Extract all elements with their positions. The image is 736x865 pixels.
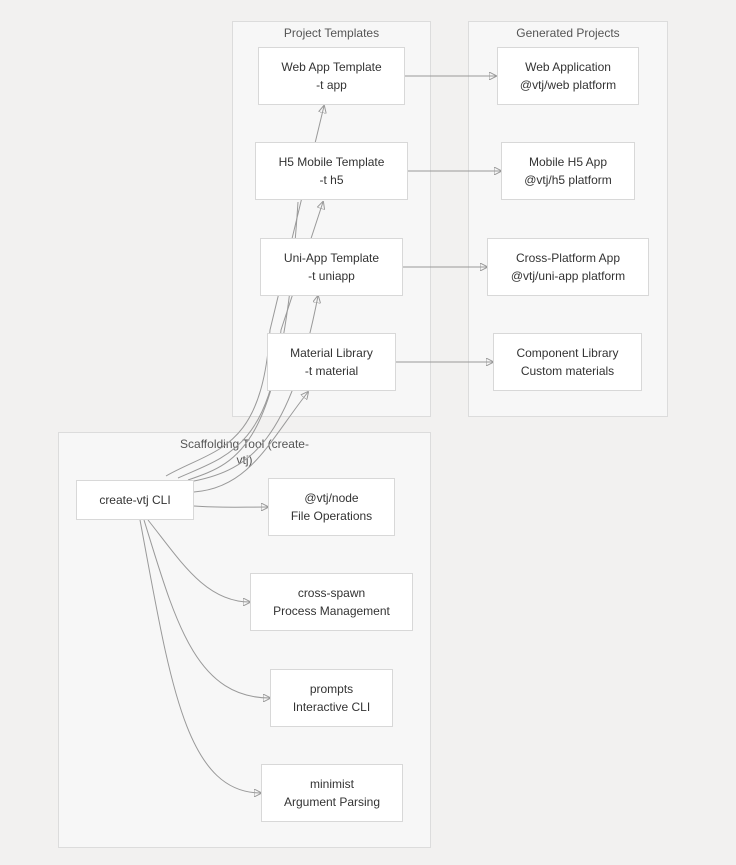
cluster-title-line2: vtj) <box>236 453 253 467</box>
cluster-title-line1: Scaffolding Tool (create- <box>180 437 309 451</box>
node-web-app-template: Web App Template -t app <box>258 47 405 105</box>
node-vtj-node: @vtj/node File Operations <box>268 478 395 536</box>
node-h5-mobile-template: H5 Mobile Template -t h5 <box>255 142 408 200</box>
node-web-app-template-flag: -t app <box>316 78 347 92</box>
node-vtj-node-desc: File Operations <box>290 509 373 523</box>
node-material-library: Material Library -t material <box>267 333 396 391</box>
node-minimist-desc: Argument Parsing <box>283 795 381 809</box>
node-uni-app-template-title: Uni-App Template <box>283 251 380 265</box>
node-prompts-desc: Interactive CLI <box>292 700 371 714</box>
node-minimist-title: minimist <box>310 777 354 791</box>
node-cross-platform-app-platform: @vtj/uni-app platform <box>510 269 626 283</box>
node-cross-spawn-title: cross-spawn <box>297 586 366 600</box>
node-mobile-h5-app-platform: @vtj/h5 platform <box>524 173 612 187</box>
cluster-title-scaffolding-tool: Scaffolding Tool (create- vtj) <box>59 436 430 468</box>
node-component-library-title: Component Library <box>516 346 619 360</box>
node-component-library: Component Library Custom materials <box>493 333 642 391</box>
node-cross-spawn-desc: Process Management <box>273 604 390 618</box>
node-minimist: minimist Argument Parsing <box>261 764 403 822</box>
cluster-title-project-templates: Project Templates <box>283 26 380 40</box>
node-web-application-platform: @vtj/web platform <box>519 78 617 92</box>
node-h5-mobile-template-title: H5 Mobile Template <box>278 155 385 169</box>
node-cross-platform-app: Cross-Platform App @vtj/uni-app platform <box>487 238 649 296</box>
node-prompts: prompts Interactive CLI <box>270 669 393 727</box>
node-web-application-title: Web Application <box>525 60 611 74</box>
node-web-app-template-title: Web App Template <box>281 60 382 74</box>
node-create-vtj-cli-title: create-vtj CLI <box>99 493 171 507</box>
node-material-library-flag: -t material <box>304 364 359 378</box>
cluster-title-generated-projects: Generated Projects <box>516 26 620 40</box>
node-cross-platform-app-title: Cross-Platform App <box>515 251 621 265</box>
node-cross-spawn: cross-spawn Process Management <box>250 573 413 631</box>
node-uni-app-template-flag: -t uniapp <box>308 269 355 283</box>
node-h5-mobile-template-flag: -t h5 <box>319 173 344 187</box>
node-mobile-h5-app-title: Mobile H5 App <box>528 155 608 169</box>
node-create-vtj-cli: create-vtj CLI <box>76 480 194 520</box>
node-uni-app-template: Uni-App Template -t uniapp <box>260 238 403 296</box>
node-web-application: Web Application @vtj/web platform <box>497 47 639 105</box>
node-material-library-title: Material Library <box>290 346 373 360</box>
node-vtj-node-title: @vtj/node <box>304 491 359 505</box>
node-mobile-h5-app: Mobile H5 App @vtj/h5 platform <box>501 142 635 200</box>
node-component-library-desc: Custom materials <box>520 364 615 378</box>
node-prompts-title: prompts <box>309 682 354 696</box>
